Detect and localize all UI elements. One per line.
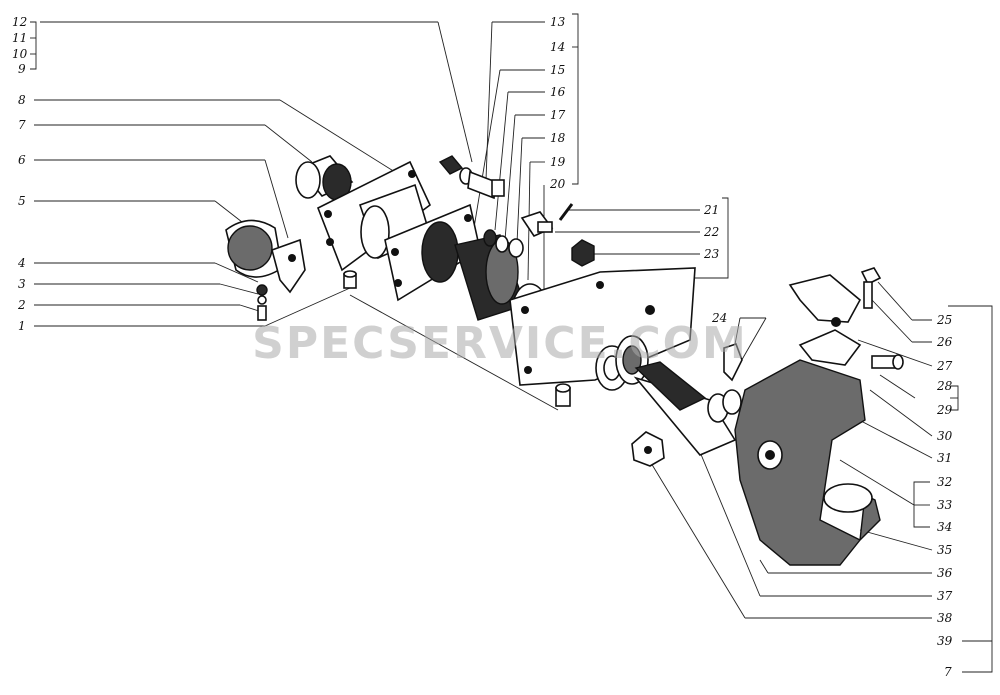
label-30: 30 bbox=[937, 429, 953, 443]
label-5: 5 bbox=[18, 194, 26, 208]
label-18: 18 bbox=[550, 131, 566, 145]
label-23: 23 bbox=[703, 247, 720, 261]
label-4: 4 bbox=[17, 256, 26, 270]
part-hook-shank-37 bbox=[633, 361, 742, 456]
part-pin-29 bbox=[871, 354, 904, 370]
part-fitting-lower bbox=[555, 383, 571, 407]
label-9: 9 bbox=[18, 62, 26, 76]
label-29: 29 bbox=[936, 403, 953, 417]
label-38: 38 bbox=[937, 611, 953, 625]
label-34: 34 bbox=[937, 520, 952, 534]
part-cap-5 bbox=[225, 219, 306, 294]
part-nut-38 bbox=[631, 431, 665, 467]
label-22: 22 bbox=[703, 225, 719, 239]
label-2: 2 bbox=[17, 298, 26, 312]
label-10: 10 bbox=[12, 47, 28, 61]
label-28: 28 bbox=[936, 379, 953, 393]
label-31: 31 bbox=[937, 451, 952, 465]
label-24: 24 bbox=[711, 311, 727, 325]
label-32: 32 bbox=[937, 475, 952, 489]
label-7: 7 bbox=[18, 118, 26, 132]
label-35: 35 bbox=[937, 543, 952, 557]
label-6: 6 bbox=[18, 153, 26, 167]
part-bolt-22 bbox=[520, 211, 554, 238]
label-36: 36 bbox=[937, 566, 953, 580]
part-bolt-25 bbox=[860, 267, 882, 309]
label-15: 15 bbox=[550, 63, 565, 77]
part-bracket-20 bbox=[509, 267, 696, 386]
part-cotter-24 bbox=[723, 342, 743, 382]
label-19: 19 bbox=[550, 155, 566, 169]
label-12: 12 bbox=[12, 15, 27, 29]
label-33: 33 bbox=[937, 498, 953, 512]
part-pin-21 bbox=[558, 203, 574, 221]
label-16: 16 bbox=[550, 85, 566, 99]
label-17: 17 bbox=[550, 108, 566, 122]
leader-lines-middle bbox=[471, 13, 729, 303]
label-26: 26 bbox=[936, 335, 953, 349]
label-21: 21 bbox=[703, 203, 719, 217]
label-8: 8 bbox=[18, 93, 26, 107]
part-bushing-7 bbox=[295, 155, 354, 201]
part-nut-23 bbox=[571, 239, 595, 267]
part-grease-fitting-1 bbox=[343, 270, 357, 289]
label-11: 11 bbox=[12, 31, 27, 45]
label-20: 20 bbox=[549, 177, 566, 191]
label-3: 3 bbox=[18, 277, 26, 291]
part-bolt-nut-12 bbox=[438, 155, 505, 200]
label-1: 1 bbox=[18, 319, 26, 333]
part-washers-16-17 bbox=[483, 229, 524, 258]
label-39: 39 bbox=[937, 634, 953, 648]
leader-lines-left bbox=[30, 21, 559, 411]
part-small-parts-2-4 bbox=[256, 284, 268, 321]
part-hook-body-35 bbox=[734, 359, 881, 566]
label-37: 37 bbox=[937, 589, 953, 603]
part-latch-27 bbox=[788, 274, 862, 366]
label-13: 13 bbox=[550, 15, 566, 29]
label-7-bottom: 7 bbox=[944, 665, 952, 679]
label-27: 27 bbox=[936, 359, 953, 373]
part-flange-mid bbox=[384, 203, 481, 302]
label-14: 14 bbox=[550, 40, 565, 54]
label-25: 25 bbox=[936, 313, 952, 327]
part-labels: 12 11 10 9 8 7 6 5 4 3 2 1 13 14 15 16 1… bbox=[12, 15, 953, 679]
